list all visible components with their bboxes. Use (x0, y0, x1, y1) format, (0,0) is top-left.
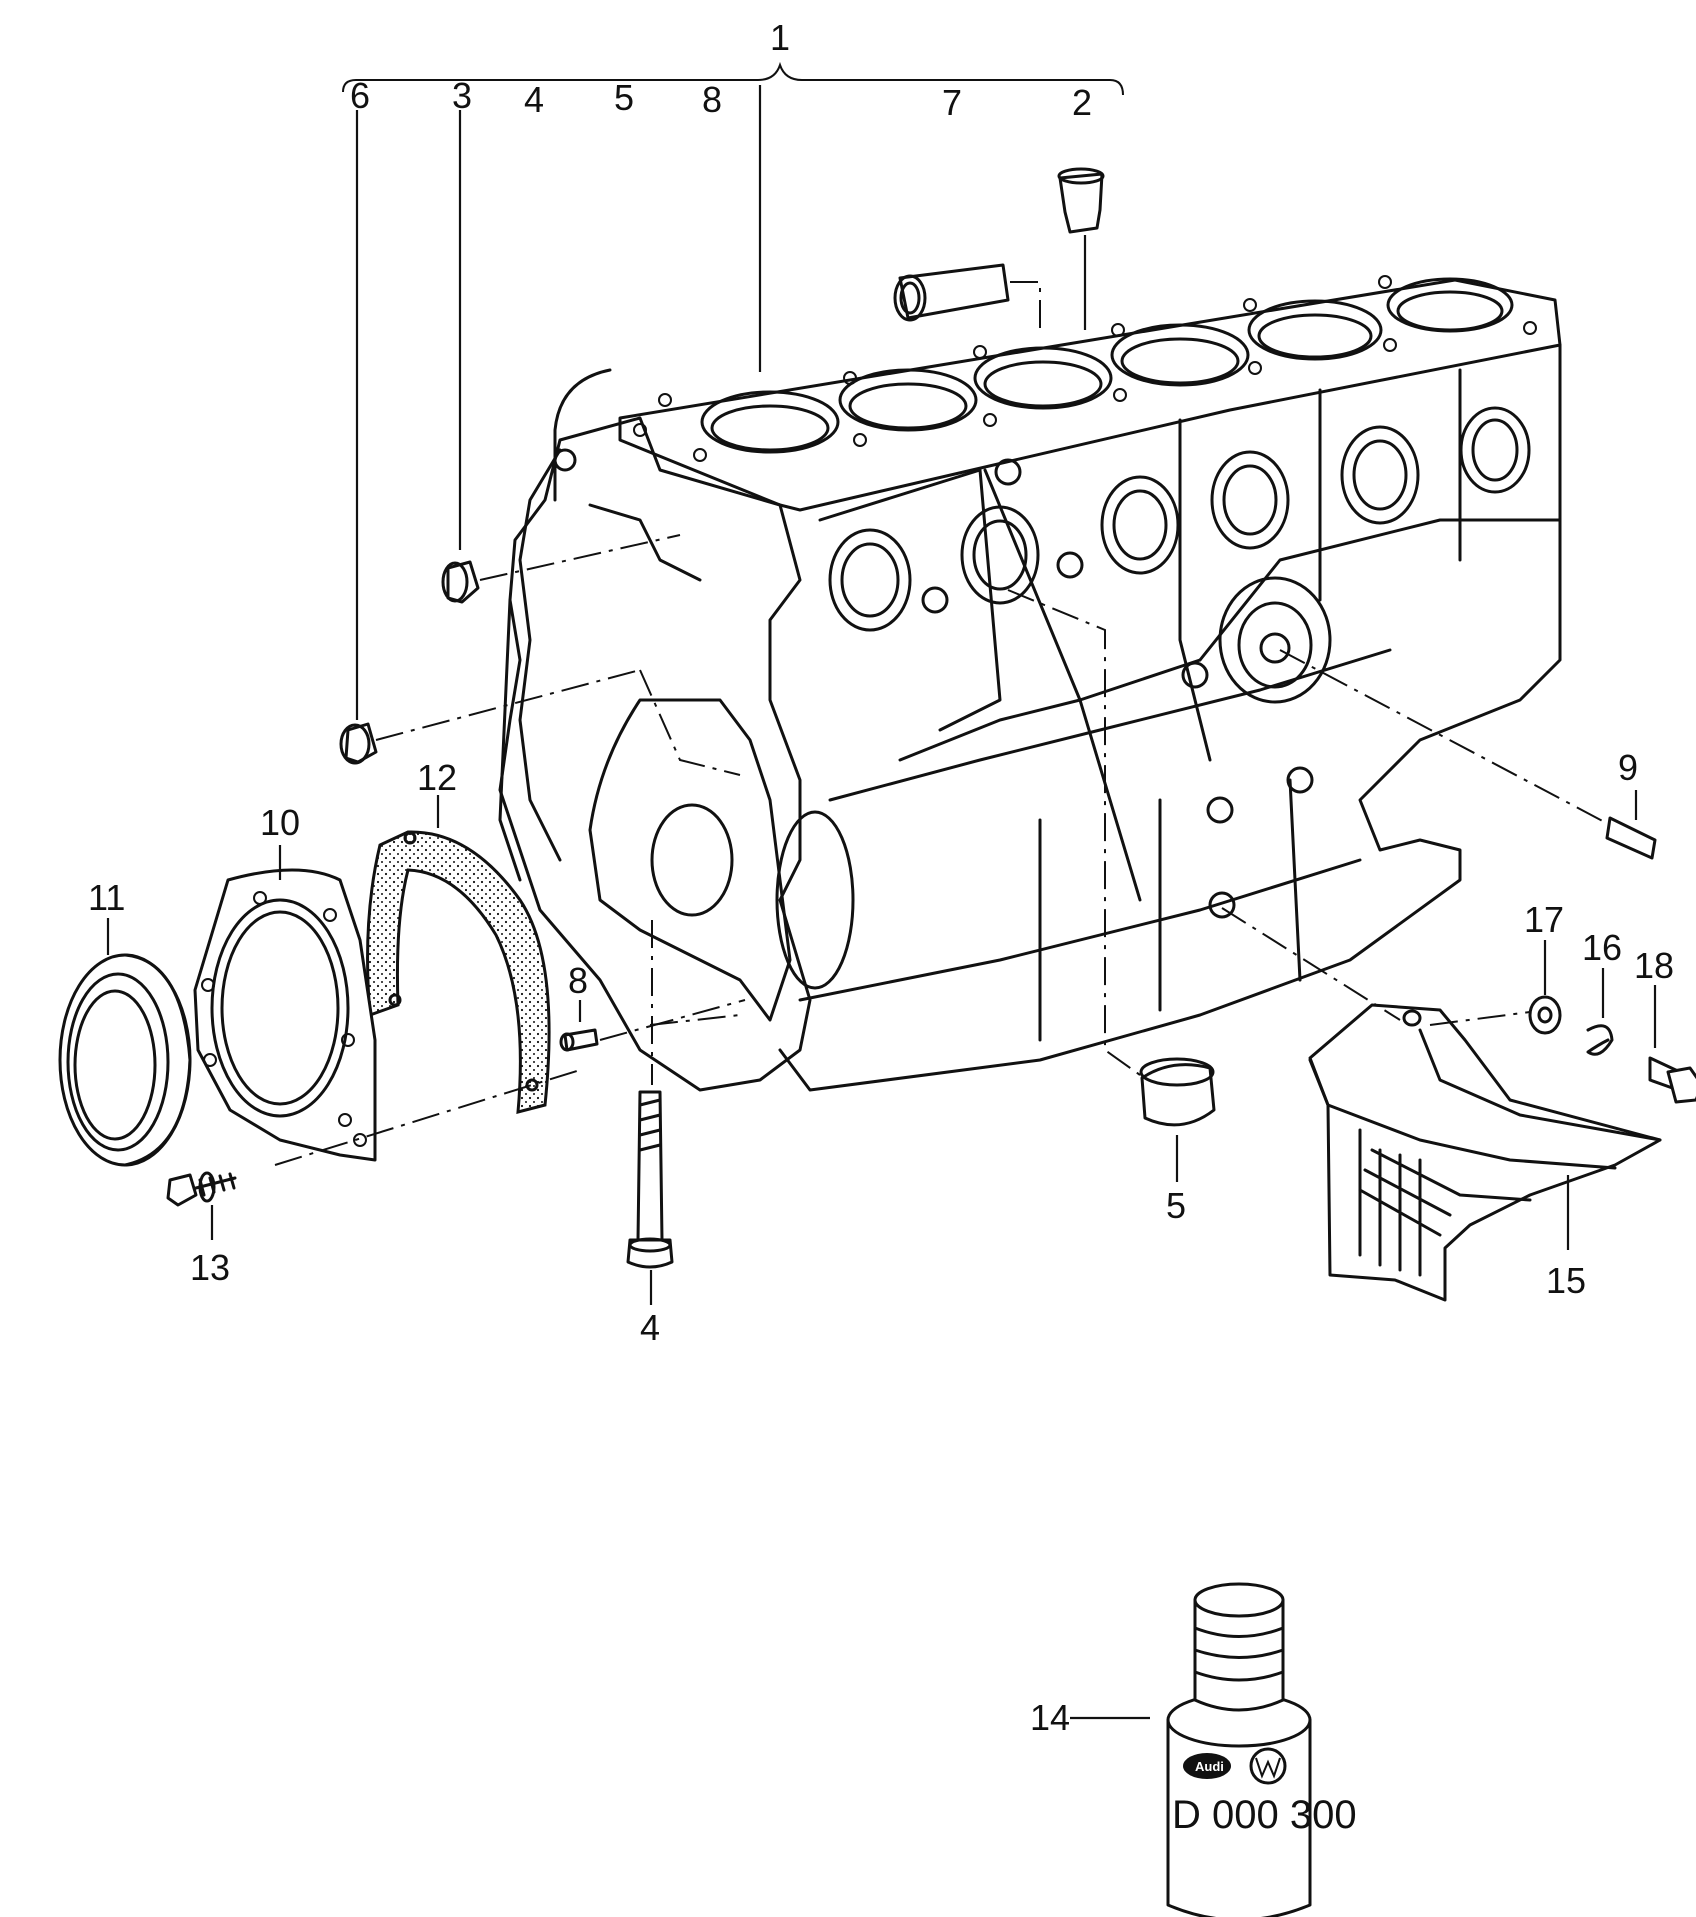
callout-15: 15 (1546, 1260, 1586, 1301)
part-8-pin (559, 999, 746, 1052)
callout-18: 18 (1634, 945, 1674, 986)
bearing-bosses (828, 406, 1531, 704)
callout-6: 6 (350, 75, 370, 116)
bolt-bosses (921, 458, 1314, 919)
callout-10: 10 (260, 802, 300, 843)
callout-4-top: 4 (524, 79, 544, 120)
sealant-can-label: D 000 300 (1172, 1793, 1357, 1837)
svg-text:Audi: Audi (1195, 1759, 1224, 1774)
block-ribs (818, 368, 1562, 1042)
part-6-plug (339, 110, 741, 776)
part-12-gasket (366, 795, 551, 1114)
part-13-bolt (166, 1171, 237, 1240)
callout-8-top: 8 (702, 79, 722, 120)
callout-2: 2 (1072, 82, 1092, 123)
part-5-bush (1007, 589, 1216, 1182)
callout-5-bush: 5 (1166, 1185, 1186, 1226)
part-15-deflector (1221, 907, 1662, 1302)
part-4-bolt (626, 920, 741, 1305)
deck-holes (633, 275, 1537, 462)
vw-logo (1249, 1747, 1287, 1785)
callout-11: 11 (88, 877, 125, 918)
callout-14: 14 (1030, 1697, 1070, 1738)
callout-9: 9 (1618, 747, 1638, 788)
part-17-washer (1429, 940, 1562, 1035)
part-16-clip (1586, 968, 1614, 1056)
callout-labels: 1 6 3 4 5 8 7 2 12 10 11 9 17 16 18 8 5 … (88, 17, 1674, 1738)
part-18-bolt (1648, 985, 1696, 1104)
callout-8-pin: 8 (568, 960, 588, 1001)
group-bracket (342, 61, 1124, 372)
part-10-flange (193, 845, 581, 1166)
callout-4-bolt: 4 (640, 1307, 660, 1348)
callout-7: 7 (942, 82, 962, 123)
callout-16: 16 (1582, 927, 1622, 968)
part-2-cap (1057, 167, 1105, 330)
callout-13: 13 (190, 1247, 230, 1288)
callout-5-top: 5 (614, 77, 634, 118)
cylinder-bores (700, 277, 1514, 454)
part-3-plug (441, 110, 681, 604)
callout-12: 12 (417, 757, 457, 798)
callout-3: 3 (452, 75, 472, 116)
part-9-dowel (1279, 649, 1657, 860)
part-7-sleeve (893, 263, 1041, 330)
audi-logo (1183, 1753, 1231, 1779)
cylinder-block (498, 275, 1562, 1092)
callout-17: 17 (1524, 899, 1564, 940)
part-14-sealant-can: Audi D 000 300 (1070, 1582, 1357, 1917)
part-11-seal-ring (58, 918, 192, 1167)
callout-1: 1 (770, 17, 790, 58)
